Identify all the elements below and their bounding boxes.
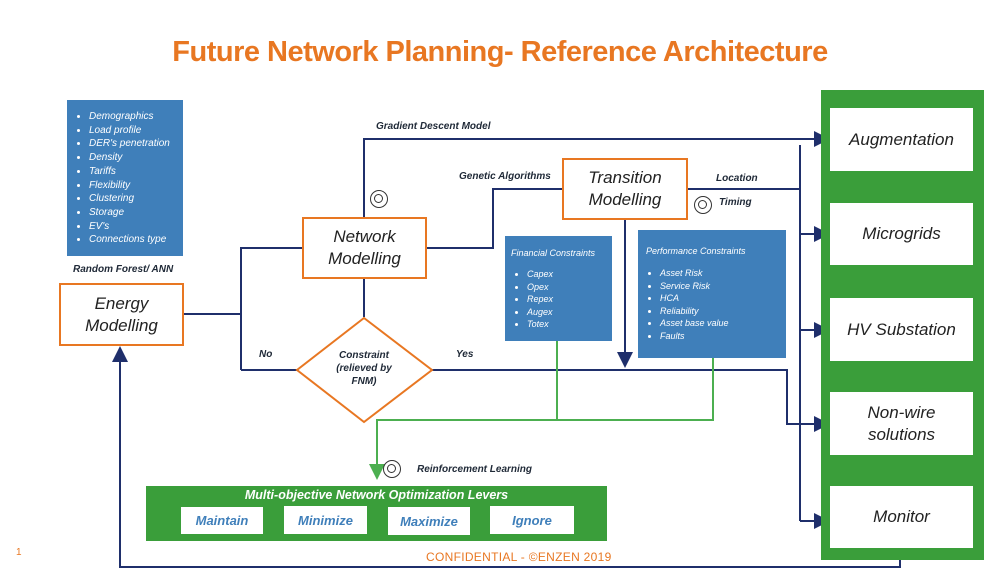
lever-maximize: Maximize: [388, 507, 470, 535]
input-factor: Tariffs: [89, 165, 183, 179]
input-factor: Density: [89, 151, 183, 165]
no-label: No: [259, 349, 273, 360]
input-factor: Load profile: [89, 124, 183, 138]
outcome-non-wire-solutions: Non-wire solutions: [830, 392, 973, 455]
performance-constraints-list: Asset Risk Service Risk HCA Reliability …: [646, 267, 786, 342]
gradient-descent-label: Gradient Descent Model: [376, 121, 491, 132]
yes-label: Yes: [456, 349, 474, 360]
timing-label: Timing: [719, 197, 752, 208]
outcome-monitor: Monitor: [830, 486, 973, 548]
constraint-label: Constraint (relieved by FNM): [336, 350, 392, 387]
optimization-levers-panel: Multi-objective Network Optimization Lev…: [146, 486, 607, 541]
input-factor: Flexibility: [89, 179, 183, 193]
transition-modelling-node: Transition Modelling: [562, 158, 688, 220]
financial-item: Repex: [527, 293, 612, 306]
input-factors-list: Demographics Load profile DER's penetrat…: [67, 110, 183, 247]
transition-modelling-label: Transition Modelling: [588, 168, 662, 209]
reinforcement-learning-label: Reinforcement Learning: [417, 464, 533, 475]
location-label: Location: [716, 173, 758, 184]
target-icon: [694, 196, 712, 214]
performance-item: Asset Risk: [660, 267, 786, 280]
lever-ignore: Ignore: [490, 506, 574, 534]
input-factor: Demographics: [89, 110, 183, 124]
performance-constraints-box: Performance Constraints Asset Risk Servi…: [638, 230, 786, 358]
outcome-hv-substation: HV Substation: [830, 298, 973, 361]
lever-minimize: Minimize: [284, 506, 367, 534]
input-factor: Clustering: [89, 192, 183, 206]
financial-item: Augex: [527, 306, 612, 319]
target-icon: [370, 190, 388, 208]
performance-item: HCA: [660, 292, 786, 305]
energy-modelling-node: Energy Modelling: [59, 283, 184, 346]
optimization-title: Multi-objective Network Optimization Lev…: [244, 488, 509, 502]
financial-item: Totex: [527, 318, 612, 331]
confidential-footer: CONFIDENTIAL - ©ENZEN 2019: [426, 550, 612, 564]
lever-maintain: Maintain: [181, 507, 263, 534]
target-icon: [383, 460, 401, 478]
random-forest-label: Random Forest/ ANN: [73, 264, 174, 275]
financial-item: Opex: [527, 281, 612, 294]
page-title: Future Network Planning- Reference Archi…: [172, 36, 828, 68]
network-modelling-node: Network Modelling: [302, 217, 427, 279]
performance-item: Faults: [660, 330, 786, 343]
energy-modelling-label: Energy Modelling: [85, 293, 158, 335]
input-factors-box: Demographics Load profile DER's penetrat…: [67, 100, 183, 256]
input-factor: DER's penetration: [89, 137, 183, 151]
input-factor: EV's: [89, 220, 183, 234]
financial-item: Capex: [527, 268, 612, 281]
financial-constraints-box: Financial Constraints Capex Opex Repex A…: [505, 236, 612, 341]
page-number: 1: [16, 547, 22, 558]
input-factor: Connections type: [89, 233, 183, 247]
performance-item: Asset base value: [660, 317, 786, 330]
financial-constraints-title: Financial Constraints: [511, 248, 596, 258]
network-modelling-label: Network Modelling: [328, 227, 401, 268]
input-factor: Storage: [89, 206, 183, 220]
non-wire-label: Non-wire solutions: [867, 402, 936, 444]
outcome-augmentation: Augmentation: [830, 108, 973, 171]
performance-item: Reliability: [660, 305, 786, 318]
financial-constraints-list: Capex Opex Repex Augex Totex: [511, 268, 612, 331]
outcome-microgrids: Microgrids: [830, 203, 973, 265]
genetic-algorithms-label: Genetic Algorithms: [459, 171, 551, 182]
performance-constraints-title: Performance Constraints: [646, 246, 746, 256]
performance-item: Service Risk: [660, 280, 786, 293]
